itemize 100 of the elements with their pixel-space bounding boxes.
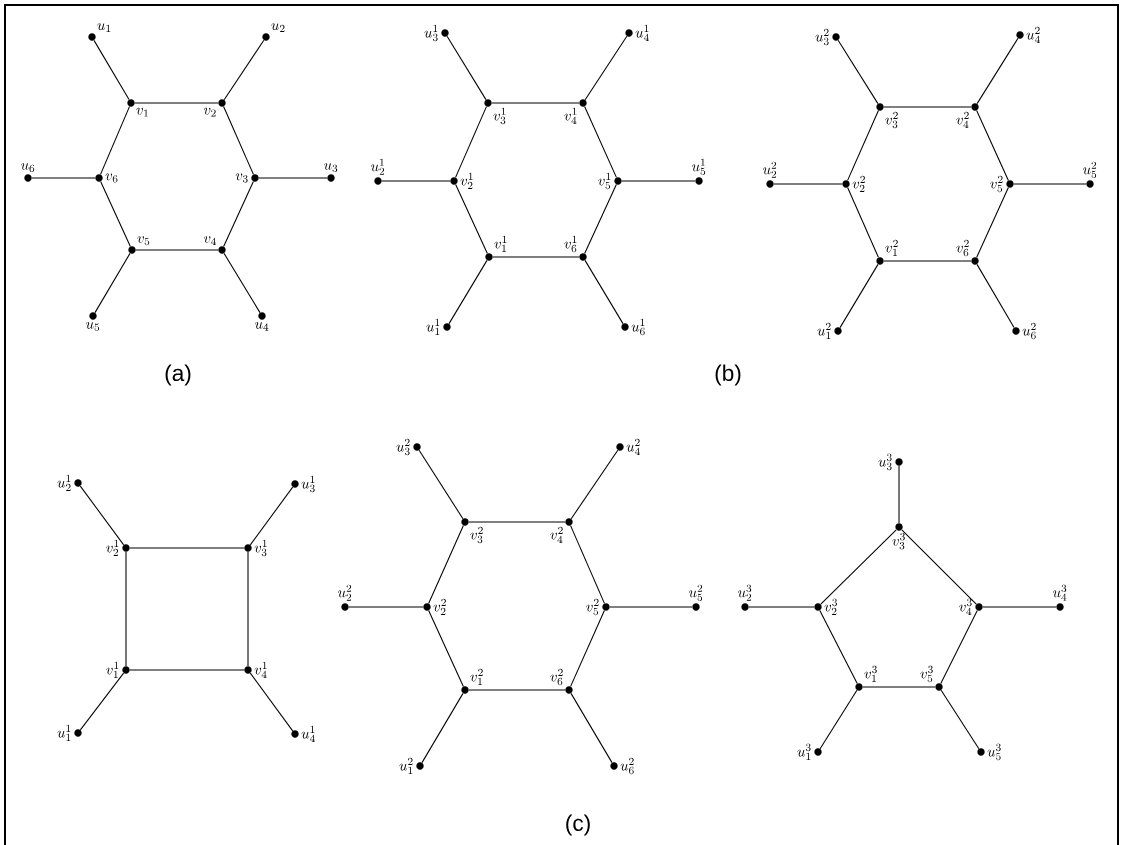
node-label: $u_{6}$ bbox=[21, 163, 35, 173]
node-label: $u_{3}^{1}$ bbox=[424, 24, 438, 42]
edge-line bbox=[982, 606, 1057, 608]
edge-line bbox=[1013, 183, 1087, 185]
node-label: $u_{2}^{2}$ bbox=[763, 161, 777, 178]
node-label: $u_{4}^{2}$ bbox=[626, 438, 640, 455]
node-label: $u_{4}$ bbox=[255, 322, 269, 331]
vertex: $v_{2}^{2}$ bbox=[423, 598, 446, 615]
node-label: $v_{1}^{3}$ bbox=[864, 665, 877, 682]
edge-line bbox=[79, 485, 125, 546]
node-label: $u_{1}^{1}$ bbox=[57, 724, 71, 741]
edge-line bbox=[976, 110, 1009, 181]
edge-line bbox=[847, 187, 879, 258]
edge-line bbox=[223, 106, 254, 175]
vertex: $v_{2}^{1}$ bbox=[450, 172, 473, 189]
node-label: $u_{3}^{2}$ bbox=[396, 438, 410, 456]
node-label: $v_{2}^{3}$ bbox=[824, 598, 837, 615]
edge-line bbox=[976, 187, 1009, 258]
vertex: $u_{4}^{2}$ bbox=[616, 438, 640, 455]
vertex: $v_{1}^{1}$ bbox=[485, 235, 507, 261]
node-label: $v_{3}$ bbox=[235, 173, 248, 183]
vertex: $u_{5}^{1}$ bbox=[692, 158, 706, 185]
node-label: $u_{2}^{1}$ bbox=[57, 474, 71, 491]
edge-line bbox=[428, 525, 464, 604]
vertex: $v_{1}^{1}$ bbox=[106, 661, 130, 678]
vertex: $u_{5}^{3}$ bbox=[977, 743, 1001, 761]
vertex: $v_{5}$ bbox=[128, 236, 150, 254]
edge-line bbox=[418, 449, 464, 520]
node-label: $u_{3}$ bbox=[324, 163, 338, 173]
vertex: $u_{1}^{2}$ bbox=[817, 322, 842, 339]
node-label: $v_{3}^{3}$ bbox=[892, 532, 905, 550]
vertex: $u_{2}^{2}$ bbox=[338, 584, 352, 611]
edge-line bbox=[883, 106, 972, 108]
edge-line bbox=[125, 551, 127, 667]
vertex: $v_{4}$ bbox=[203, 236, 226, 254]
node-label: $v_{5}$ bbox=[137, 236, 150, 246]
node-label: $u_{5}^{1}$ bbox=[692, 158, 706, 176]
node-label: $v_{1}^{1}$ bbox=[106, 661, 119, 678]
vertex: $v_{2}^{3}$ bbox=[814, 598, 837, 615]
edge-line bbox=[898, 465, 900, 524]
vertex: $v_{2}^{2}$ bbox=[842, 175, 865, 192]
node-label: $u_{6}^{2}$ bbox=[1022, 322, 1036, 340]
vertex: $u_{4}^{1}$ bbox=[625, 24, 649, 41]
panel-label: (a) bbox=[165, 364, 191, 386]
node-label: $u_{2}$ bbox=[271, 23, 285, 32]
node-label: $u_{1}^{1}$ bbox=[426, 318, 440, 335]
edge-line bbox=[468, 689, 566, 691]
edge-line bbox=[100, 106, 130, 175]
edge-line bbox=[837, 39, 879, 105]
edge-line bbox=[820, 529, 897, 605]
edge-line bbox=[584, 106, 617, 178]
node-label: $v_{5}^{2}$ bbox=[586, 598, 599, 616]
node-label: $v_{2}^{1}$ bbox=[106, 539, 119, 556]
edge-line bbox=[584, 35, 628, 101]
node-label: $u_{3}^{2}$ bbox=[815, 28, 829, 46]
edge-line bbox=[862, 686, 936, 688]
vertex: $v_{4}^{1}$ bbox=[244, 661, 267, 678]
edge-line bbox=[570, 525, 605, 604]
vertex: $v_{3}^{2}$ bbox=[461, 518, 483, 544]
edge-line bbox=[940, 609, 978, 684]
edge-line bbox=[491, 102, 580, 104]
edge-line bbox=[223, 252, 261, 314]
node-label: $u_{5}$ bbox=[86, 322, 100, 331]
node-label: $u_{2}^{1}$ bbox=[371, 158, 385, 175]
vertex: $u_{4}^{1}$ bbox=[291, 725, 315, 742]
vertex: $u_{5}^{2}$ bbox=[689, 584, 703, 611]
edge-line bbox=[570, 692, 613, 764]
vertex: $u_{6}^{2}$ bbox=[610, 757, 634, 775]
vertex: $u_{5}^{2}$ bbox=[1083, 161, 1097, 188]
edge-line bbox=[609, 606, 693, 608]
vertex: $u_{4}^{3}$ bbox=[1053, 584, 1067, 611]
node-label: $u_{6}^{1}$ bbox=[631, 318, 645, 336]
node-label: $v_{4}^{2}$ bbox=[956, 111, 969, 128]
edge-line bbox=[79, 672, 125, 731]
node-label: $u_{4}^{1}$ bbox=[301, 725, 315, 742]
vertex: $v_{6}^{2}$ bbox=[956, 239, 979, 265]
node-label: $v_{2}^{2}$ bbox=[433, 598, 446, 615]
vertex: $v_{3}^{1}$ bbox=[484, 99, 506, 125]
node-label: $u_{2}^{3}$ bbox=[738, 584, 752, 601]
node-label: $v_{2}$ bbox=[203, 107, 216, 117]
vertex: $v_{3}$ bbox=[235, 173, 259, 183]
edge-line bbox=[570, 610, 605, 687]
node-label: $u_{4}^{3}$ bbox=[1053, 584, 1067, 601]
edge-line bbox=[428, 610, 464, 687]
edge-line bbox=[492, 256, 580, 258]
node-label: $v_{3}^{2}$ bbox=[470, 526, 483, 544]
node-label: $v_{6}^{2}$ bbox=[550, 668, 563, 686]
node-label: $v_{5}^{2}$ bbox=[990, 175, 1003, 193]
vertex: $u_{1}^{2}$ bbox=[399, 757, 424, 774]
edge-line bbox=[468, 521, 566, 523]
vertex: $u_{2}^{3}$ bbox=[738, 584, 752, 611]
edge-line bbox=[93, 39, 130, 101]
edge-line bbox=[135, 249, 219, 251]
edge-line bbox=[249, 672, 294, 732]
edge-line bbox=[448, 259, 488, 325]
vertex: $u_{2}^{1}$ bbox=[371, 158, 385, 185]
edge-line bbox=[455, 106, 487, 178]
node-label: $v_{6}$ bbox=[105, 173, 118, 183]
node-label: $v_{3}^{1}$ bbox=[254, 539, 267, 557]
vertex: $v_{3}^{1}$ bbox=[244, 539, 267, 557]
